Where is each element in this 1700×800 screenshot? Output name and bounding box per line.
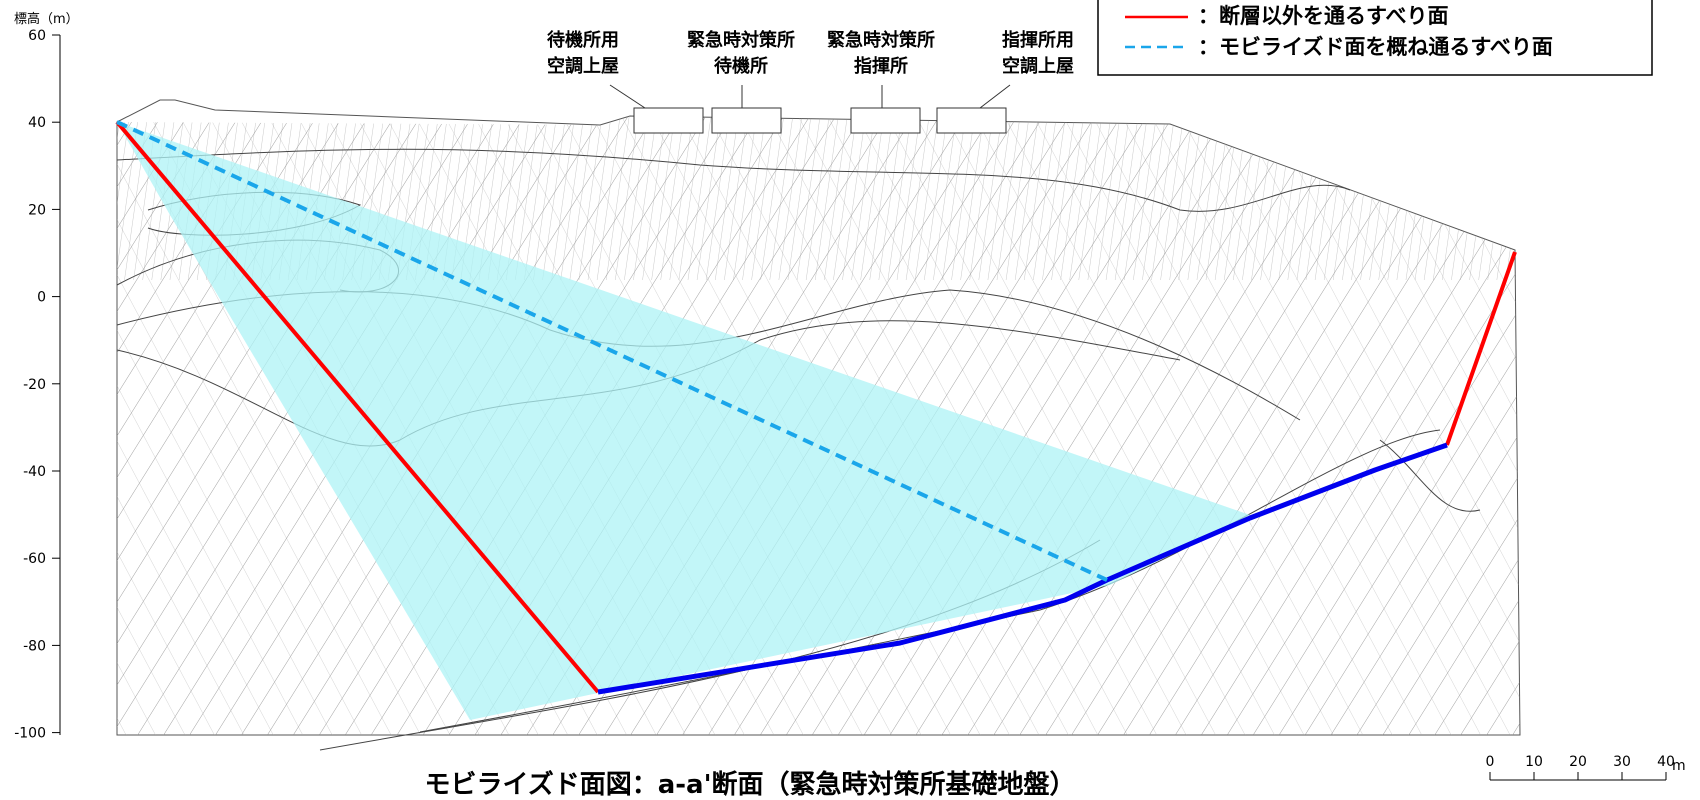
legend-box — [1097, 0, 1653, 76]
y-ticks: 60 40 20 0 -20 -40 -60 -80 -100 — [14, 28, 60, 742]
building-1-line2: 空調上屋 — [547, 55, 619, 77]
leader-4 — [979, 84, 1011, 109]
y-tick-label: 0 — [37, 290, 46, 306]
buildings: 待機所用 空調上屋 緊急時対策所 待機所 緊急時対策所 指揮所 指揮所用 空調上… — [547, 29, 1074, 134]
y-tick-label: -40 — [23, 464, 46, 480]
red-slip-left — [115, 120, 600, 694]
building-4-line1: 指揮所用 — [1002, 29, 1074, 51]
scale-tick-label: 40 — [1657, 754, 1675, 770]
y-tick-label: -100 — [14, 726, 46, 742]
legend-item-2: ：モビライズド面を概ね通るすべり面 — [1198, 35, 1553, 59]
y-axis-label: 標高（m） — [14, 11, 79, 27]
y-tick-label: -20 — [23, 377, 46, 393]
building-3-line1: 緊急時対策所 — [827, 29, 935, 51]
scale-bar: 0 10 20 30 40 m — [1486, 754, 1686, 781]
building-block-3 — [850, 107, 921, 134]
red-slip-right — [1445, 251, 1517, 446]
building-block-2 — [711, 107, 782, 134]
leader-1 — [609, 84, 646, 109]
building-2-line1: 緊急時対策所 — [687, 29, 795, 51]
building-block-1 — [633, 107, 704, 134]
scale-tick-label: 20 — [1569, 754, 1587, 770]
scale-tick-label: 10 — [1525, 754, 1543, 770]
cyan-dashed-slip — [116, 120, 1108, 582]
slip-surfaces — [115, 120, 1517, 695]
y-tick-label: 60 — [28, 28, 46, 44]
legend: ：断層以外を通るすべり面 ：モビライズド面を概ね通るすべり面 — [1097, 0, 1653, 76]
building-1-line1: 待機所用 — [547, 29, 619, 51]
y-tick-label: 40 — [28, 115, 46, 131]
y-axis: 標高（m） 60 40 20 0 -20 -40 -60 -80 -100 — [14, 11, 79, 742]
scale-tick-label: 30 — [1613, 754, 1631, 770]
mobilized-zone-fill — [117, 122, 1250, 720]
scale-tick-label: 0 — [1486, 754, 1495, 770]
figure-caption: モビライズド面図：a-a'断面（緊急時対策所基礎地盤） — [424, 769, 1075, 800]
y-tick-label: -60 — [23, 551, 46, 567]
scale-ticks: 0 10 20 30 40 — [1486, 754, 1675, 780]
building-3-line2: 指揮所 — [854, 55, 908, 77]
scale-unit: m — [1672, 758, 1686, 774]
building-block-4 — [936, 107, 1007, 134]
y-tick-label: -80 — [23, 638, 46, 654]
building-2-line2: 待機所 — [714, 55, 768, 77]
building-4-line2: 空調上屋 — [1002, 55, 1074, 77]
legend-item-1: ：断層以外を通るすべり面 — [1198, 4, 1449, 28]
y-tick-label: 20 — [28, 202, 46, 218]
